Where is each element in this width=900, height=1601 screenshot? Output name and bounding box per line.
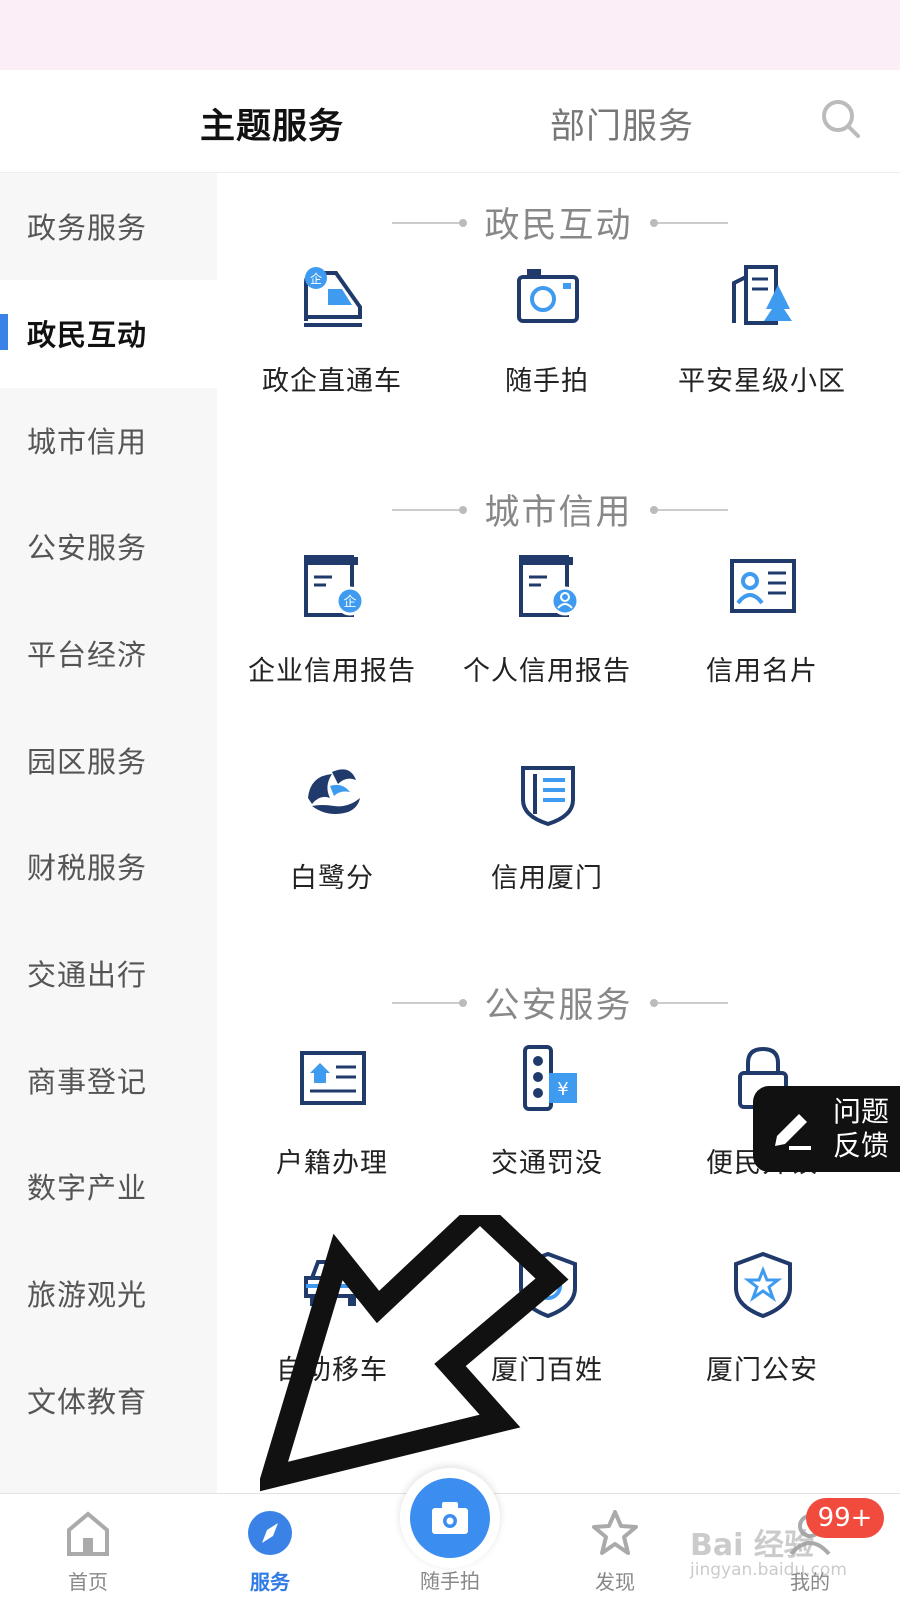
compass-icon [248, 1511, 292, 1555]
sidebar-item-culture-education[interactable]: 文体教育 [0, 1347, 217, 1455]
active-indicator [0, 314, 8, 350]
sidebar-item-platform-economy[interactable]: 平台经济 [0, 600, 217, 708]
service-xiamen-citizens[interactable]: 厦门百姓 [437, 1250, 657, 1400]
household-register-icon [300, 1051, 366, 1105]
service-label: 白鹭分 [290, 863, 374, 894]
service-label: 平安星级小区 [678, 366, 846, 397]
svg-text:企: 企 [310, 271, 322, 286]
home-icon [67, 1511, 109, 1556]
sidebar-item-label: 文体教育 [27, 1385, 148, 1419]
sidebar-item-gov-services[interactable]: 政务服务 [0, 173, 217, 281]
personal-report-icon [519, 555, 580, 617]
sidebar-item-label: 园区服务 [27, 745, 148, 779]
service-snapshot[interactable]: 随手拍 [437, 261, 657, 411]
tab-discover[interactable]: 发现 [555, 1494, 675, 1601]
sidebar-item-label: 财税服务 [27, 851, 148, 885]
service-grid: 政民互动 企 政企直通车 随手拍 平安星级小区 [217, 173, 900, 1493]
service-label: 信用厦门 [491, 863, 603, 894]
credit-card-icon [730, 559, 796, 613]
service-household-register[interactable]: 户籍办理 [222, 1043, 442, 1193]
sidebar-item-label: 数字产业 [27, 1171, 148, 1205]
sidebar-item-police[interactable]: 公安服务 [0, 493, 217, 601]
service-label: 信用名片 [706, 656, 818, 687]
camera-icon [517, 269, 579, 323]
camera-button-circle [410, 1478, 490, 1558]
service-label: 企业信用报告 [248, 656, 416, 687]
sidebar-item-digital-industry[interactable]: 数字产业 [0, 1133, 217, 1241]
tab-label: 首页 [68, 1570, 108, 1594]
service-safe-community[interactable]: 平安星级小区 [652, 261, 872, 411]
service-label: 个人信用报告 [463, 656, 631, 687]
sidebar-item-tourism[interactable]: 旅游观光 [0, 1240, 217, 1348]
service-car-move[interactable]: 自助移车 [222, 1250, 442, 1400]
service-label: 随手拍 [505, 366, 589, 397]
sidebar-item-label: 交通出行 [27, 958, 148, 992]
tab-label: 我的 [790, 1570, 830, 1594]
service-traffic-fine[interactable]: ¥ 交通罚没 [437, 1043, 657, 1193]
svg-text:企: 企 [343, 594, 356, 610]
sidebar-item-label: 平台经济 [27, 638, 148, 672]
watermark-url: jingyan.baidu.com [690, 1560, 847, 1580]
service-enterprise-credit-report[interactable]: 企 企业信用报告 [222, 551, 442, 701]
sidebar-item-label: 旅游观光 [27, 1278, 148, 1312]
tab-services[interactable]: 服务 [210, 1494, 330, 1601]
tab-theme-services[interactable]: 主题服务 [200, 107, 345, 147]
tab-home[interactable]: 首页 [28, 1494, 148, 1601]
sidebar-item-label: 公安服务 [27, 531, 148, 565]
credit-shield-icon [521, 766, 575, 827]
star-icon [592, 1510, 638, 1555]
header: 主题服务 部门服务 [0, 70, 900, 173]
service-label: 厦门公安 [706, 1355, 818, 1386]
building-tree-icon [732, 265, 792, 325]
tab-label: 发现 [595, 1570, 635, 1594]
feedback-button[interactable]: 问题 反馈 [753, 1086, 900, 1172]
section-title: 城市信用 [217, 480, 900, 540]
status-bar [0, 0, 900, 70]
traffic-fine-icon: ¥ [523, 1045, 577, 1111]
section-title: 公安服务 [217, 973, 900, 1033]
service-label: 自助移车 [276, 1355, 388, 1386]
service-label: 厦门百姓 [491, 1355, 603, 1386]
car-move-icon [304, 1260, 362, 1306]
section-title: 政民互动 [217, 193, 900, 253]
police-badge-icon [734, 1251, 792, 1319]
service-credit-xiamen[interactable]: 信用厦门 [437, 758, 657, 908]
service-egret-score[interactable]: 白鹭分 [222, 758, 442, 908]
sidebar-item-business-registration[interactable]: 商事登记 [0, 1027, 217, 1135]
tab-label: 服务 [250, 1570, 290, 1594]
sidebar-item-transport[interactable]: 交通出行 [0, 920, 217, 1028]
sidebar-item-label: 商事登记 [27, 1065, 148, 1099]
edit-icon [775, 1114, 811, 1150]
service-personal-credit-report[interactable]: 个人信用报告 [437, 551, 657, 701]
sidebar-item-park[interactable]: 园区服务 [0, 707, 217, 815]
service-label: 户籍办理 [276, 1148, 388, 1179]
enterprise-report-icon: 企 [304, 555, 365, 617]
sidebar-item-label: 政民互动 [27, 318, 148, 352]
service-enterprise-train[interactable]: 企 政企直通车 [222, 261, 442, 411]
tab-snapshot-button[interactable] [400, 1468, 500, 1568]
sidebar-item-city-credit[interactable]: 城市信用 [0, 387, 217, 495]
enterprise-train-icon: 企 [304, 267, 362, 327]
service-xiamen-police[interactable]: 厦门公安 [652, 1250, 872, 1400]
search-icon[interactable] [818, 96, 864, 142]
sidebar-item-interaction[interactable]: 政民互动 [0, 280, 217, 388]
sidebar-item-tax[interactable]: 财税服务 [0, 813, 217, 921]
camera-icon [432, 1502, 468, 1534]
notification-badge: 99+ [806, 1498, 884, 1538]
sidebar-item-label: 政务服务 [27, 211, 148, 245]
watermark-brand: Bai 经验 [690, 1528, 814, 1563]
egret-icon [308, 769, 360, 814]
service-label: 交通罚没 [491, 1148, 603, 1179]
tab-department-services[interactable]: 部门服务 [550, 107, 695, 147]
service-credit-card[interactable]: 信用名片 [652, 551, 872, 701]
shield-icon [519, 1251, 577, 1319]
sidebar: 政务服务 政民互动 城市信用 公安服务 平台经济 园区服务 财税服务 交通出行 … [0, 173, 217, 1493]
sidebar-item-label: 城市信用 [27, 425, 148, 459]
service-label: 政企直通车 [262, 366, 402, 397]
svg-text:¥: ¥ [557, 1079, 568, 1100]
feedback-label: 反馈 [833, 1129, 890, 1162]
feedback-label: 问题 [833, 1095, 890, 1128]
tab-label: 随手拍 [420, 1569, 480, 1593]
